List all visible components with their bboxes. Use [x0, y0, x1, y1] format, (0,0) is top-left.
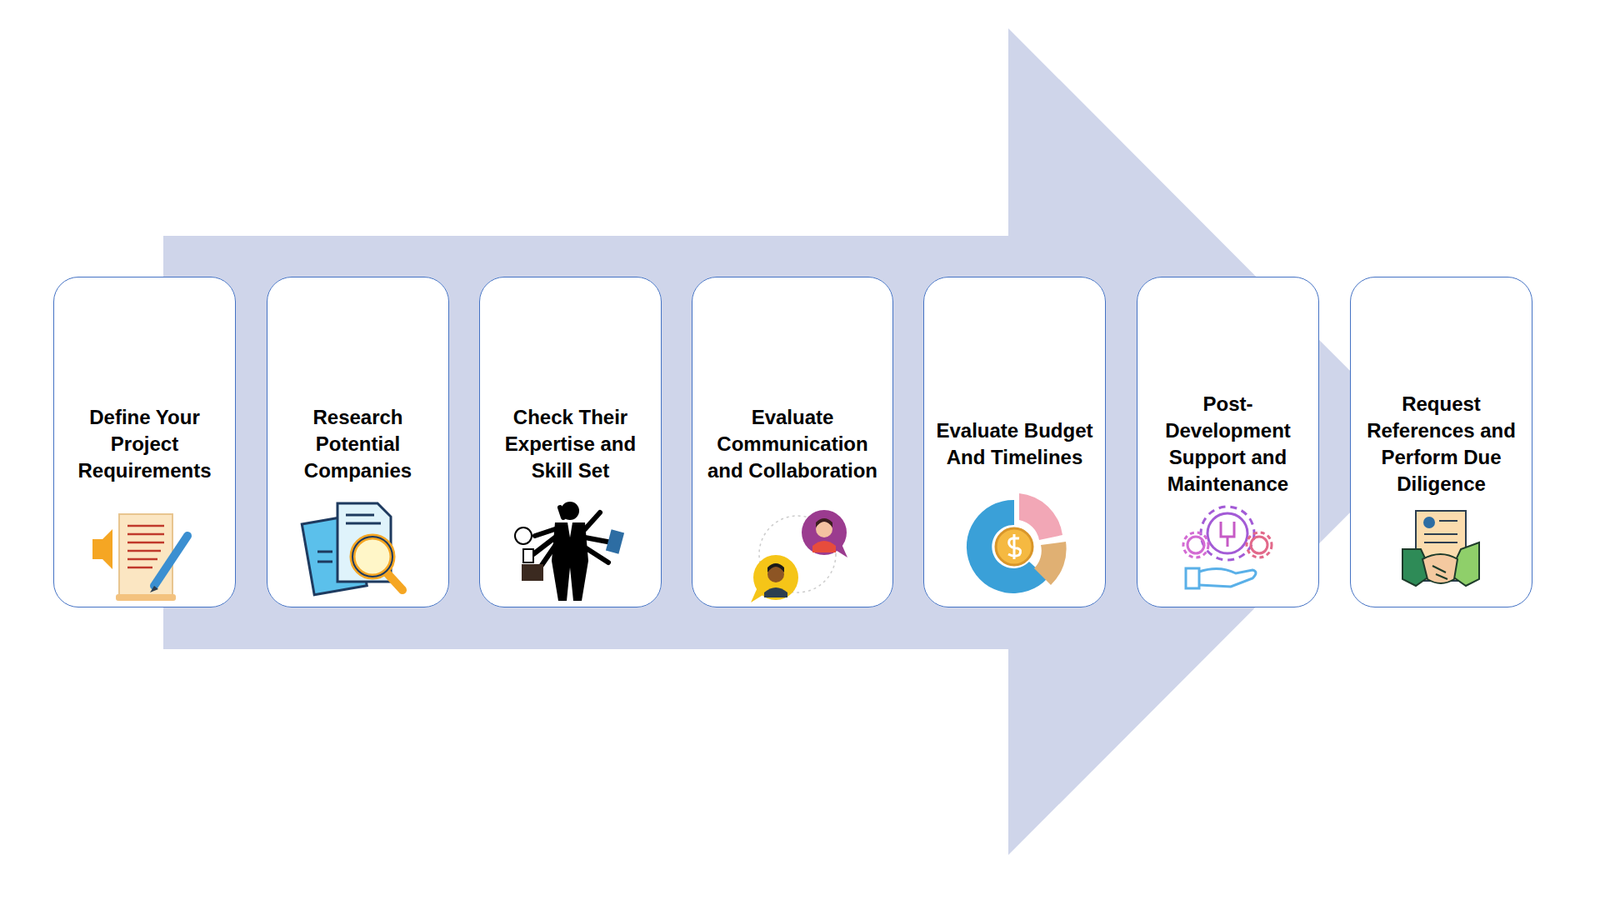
process-step-box: Request References and Perform Due Dilig… — [1350, 276, 1533, 608]
research-icon — [301, 503, 403, 595]
step-text-area: Request References and Perform Due Dilig… — [1360, 335, 1522, 553]
requirements-icon — [92, 514, 188, 601]
step-label: Post-Development Support and Maintenance — [1147, 390, 1309, 498]
process-step-box: Research Potential Companies — [266, 276, 450, 608]
step-label: Evaluate Budget And Timelines — [934, 417, 1095, 471]
step-label: Check Their Expertise and Skill Set — [490, 404, 651, 485]
step-text-area: Post-Development Support and Maintenance — [1147, 335, 1309, 553]
step-text-area: Research Potential Companies — [277, 335, 439, 553]
process-arrow — [163, 28, 1421, 855]
process-step-box: Evaluate Budget And Timelines — [923, 276, 1106, 608]
step-text-area: Evaluate Communication and Collaboration — [702, 335, 883, 553]
process-step-box: Evaluate Communication and Collaboration — [691, 276, 894, 608]
support-icon — [1183, 506, 1272, 589]
step-label: Request References and Perform Due Dilig… — [1360, 390, 1522, 498]
step-text-area: Define Your Project Requirements — [64, 335, 225, 553]
step-label: Evaluate Communication and Collaboration — [702, 404, 883, 485]
step-text-area: Evaluate Budget And Timelines — [934, 335, 1095, 553]
process-step-box: Post-Development Support and Maintenance — [1136, 276, 1320, 608]
expertise-icon — [515, 501, 625, 601]
step-label: Define Your Project Requirements — [64, 404, 225, 485]
budget-icon — [966, 493, 1067, 594]
process-step-box: Check Their Expertise and Skill Set — [479, 276, 662, 608]
diligence-icon — [1402, 510, 1480, 586]
step-label: Research Potential Companies — [277, 404, 439, 485]
step-text-area: Check Their Expertise and Skill Set — [490, 335, 651, 553]
box-fills — [53, 276, 1533, 608]
process-step-box: Define Your Project Requirements — [53, 276, 236, 608]
communication-icon — [750, 510, 848, 603]
